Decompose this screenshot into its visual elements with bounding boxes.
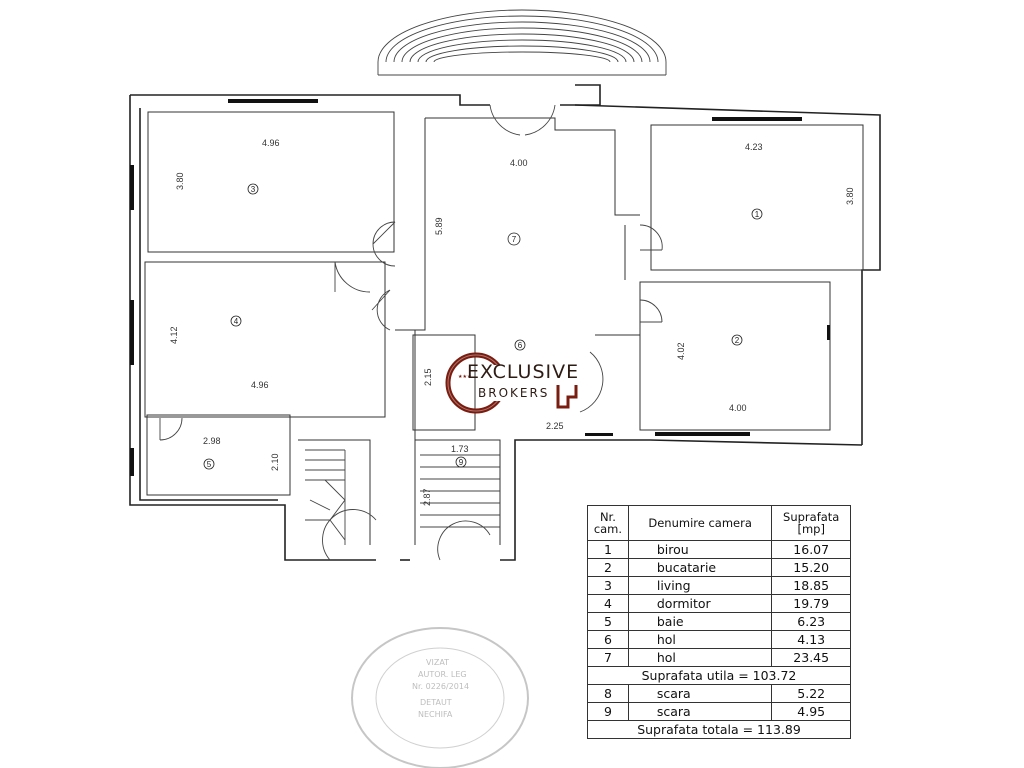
dimension-label: 4.00 <box>729 403 747 413</box>
logo-name: EXCLUSIVE <box>467 361 580 383</box>
dimension-label: 2.10 <box>270 453 280 471</box>
outer-walls <box>129 84 881 561</box>
dimension-label: 3.80 <box>175 172 185 190</box>
stamp-text: DETAUT <box>420 698 452 707</box>
svg-text:5: 5 <box>207 460 212 469</box>
inner-walls <box>144 111 864 545</box>
dimension-label: 4.96 <box>262 138 280 148</box>
row-area: 6.23 <box>771 612 851 631</box>
windows <box>130 99 830 476</box>
authorization-stamp: VIZAT AUTOR. LEG Nr. 0226/2014 DETAUT NE… <box>340 618 540 768</box>
room-marker-4: 4 <box>230 315 242 327</box>
stamp-text: VIZAT <box>426 658 450 667</box>
row-name: scara <box>627 702 773 721</box>
dimension-label: 1.73 <box>451 444 469 454</box>
header-name: Denumire camera <box>627 505 773 541</box>
svg-text:★★★: ★★★ <box>458 374 472 380</box>
room-marker-9: 9 <box>455 456 467 468</box>
row-nr: 9 <box>587 702 629 721</box>
stamp-text: NECHIFA <box>418 710 453 719</box>
table-header-row: Nr. cam. Denumire camera Suprafata [mp] <box>587 505 851 541</box>
stair-right <box>420 454 500 528</box>
dimension-label: 2.15 <box>423 368 433 386</box>
dimension-label: 2.98 <box>203 436 221 446</box>
row-area: 16.07 <box>771 540 851 559</box>
row-name: dormitor <box>627 594 773 613</box>
row-area: 15.20 <box>771 558 851 577</box>
stamp-text: Nr. 0226/2014 <box>412 682 470 691</box>
room-marker-3: 3 <box>247 183 259 195</box>
row-area: 23.45 <box>771 648 851 667</box>
logo-ring-icon: ★★★ <box>445 352 578 414</box>
stair-left <box>305 449 346 545</box>
table-subtotal-row: Suprafata utila = 103.72 <box>587 666 851 685</box>
svg-text:7: 7 <box>512 235 517 244</box>
row-nr: 3 <box>587 576 629 595</box>
row-nr: 5 <box>587 612 629 631</box>
logo-subtitle: BROKERS <box>478 386 550 400</box>
dimension-label: 4.12 <box>169 326 179 344</box>
row-name: baie <box>627 612 773 631</box>
row-nr: 4 <box>587 594 629 613</box>
room-marker-7: 7 <box>507 232 521 246</box>
dimension-label: 3.80 <box>845 187 855 205</box>
row-area: 5.22 <box>771 684 851 703</box>
brand-logo: ★★★ EXCLUSIVE BROKERS <box>440 345 620 425</box>
row-area: 19.79 <box>771 594 851 613</box>
row-area: 4.13 <box>771 630 851 649</box>
row-nr: 2 <box>587 558 629 577</box>
area-table: Nr. cam. Denumire camera Suprafata [mp] … <box>587 505 851 739</box>
dimension-label: 4.02 <box>676 342 686 360</box>
header-nr: Nr. cam. <box>587 505 629 541</box>
svg-text:4: 4 <box>234 317 239 326</box>
dimension-label: 4.23 <box>745 142 763 152</box>
room-marker-5: 5 <box>203 458 215 470</box>
doors <box>159 104 663 561</box>
svg-text:9: 9 <box>459 458 464 467</box>
row-nr: 8 <box>587 684 629 703</box>
stamp-text: AUTOR. LEG <box>418 670 467 679</box>
balcony-steps <box>377 9 667 76</box>
dimension-label: 2.87 <box>422 488 432 506</box>
dimension-label: 5.89 <box>434 217 444 235</box>
row-name: bucatarie <box>627 558 773 577</box>
svg-text:1: 1 <box>755 210 760 219</box>
row-nr: 1 <box>587 540 629 559</box>
dimension-label: 2.25 <box>546 421 564 431</box>
stamp-seal-icon <box>351 627 529 768</box>
grand-area-total: Suprafata totala = 113.89 <box>587 720 851 739</box>
svg-text:6: 6 <box>518 341 523 350</box>
row-name: scara <box>627 684 773 703</box>
row-nr: 6 <box>587 630 629 649</box>
row-name: birou <box>627 540 773 559</box>
room-marker-1: 1 <box>751 208 763 220</box>
row-nr: 7 <box>587 648 629 667</box>
svg-text:3: 3 <box>251 185 256 194</box>
row-area: 4.95 <box>771 702 851 721</box>
row-name: hol <box>627 630 773 649</box>
dimension-label: 4.96 <box>251 380 269 390</box>
table-total-row: Suprafata totala = 113.89 <box>587 720 851 739</box>
row-name: living <box>627 576 773 595</box>
useful-area-total: Suprafata utila = 103.72 <box>587 666 851 685</box>
dimension-label: 4.00 <box>510 158 528 168</box>
row-name: hol <box>627 648 773 667</box>
svg-text:2: 2 <box>735 336 740 345</box>
row-area: 18.85 <box>771 576 851 595</box>
room-marker-2: 2 <box>731 334 743 346</box>
header-area: Suprafata [mp] <box>771 505 851 541</box>
room-marker-6: 6 <box>514 339 526 351</box>
